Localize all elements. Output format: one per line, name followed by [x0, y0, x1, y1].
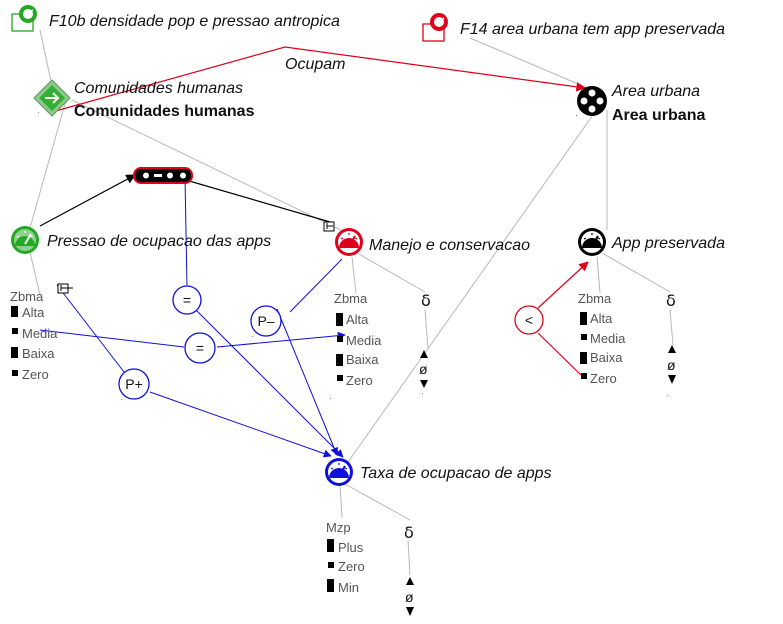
- value-zero: Zero: [346, 373, 373, 388]
- value-media: Media: [346, 333, 382, 348]
- quantity-space-values: Alta Media Baixa Zero: [11, 305, 58, 382]
- scenario-f14[interactable]: F14 area urbana tem app preservada: [422, 13, 725, 42]
- derivative-space: ø: [405, 577, 414, 616]
- operator-symbol: =: [196, 340, 204, 356]
- gauge-icon: [335, 228, 363, 256]
- derivative-symbol: δ: [666, 291, 676, 310]
- value-min: Min: [338, 580, 359, 595]
- operator-symbol: <: [525, 312, 533, 328]
- operator-less-than[interactable]: <: [514, 305, 544, 335]
- value-zero: Zero: [590, 371, 617, 386]
- derivative-value: ø: [419, 361, 428, 377]
- entity-area-urbana[interactable]: Area urbana Area urbana: [577, 83, 705, 124]
- value-alta: Alta: [590, 311, 613, 326]
- operator-equal-top[interactable]: =: [172, 285, 202, 315]
- scenario-f10b[interactable]: F10b densidade pop e pressao antropica: [11, 5, 340, 32]
- quantity-app-preservada[interactable]: App preservada Zbma Alta Media Baixa Zer…: [578, 228, 725, 386]
- operator-proportional-plus[interactable]: P+: [118, 368, 150, 400]
- quantity-space-values: Alta Media Baixa Zero: [336, 312, 382, 388]
- operator-equal-middle[interactable]: =: [184, 332, 216, 364]
- value-media: Media: [590, 331, 626, 346]
- scenario-title: F10b densidade pop e pressao antropica: [49, 13, 340, 30]
- operator-symbol: P–: [257, 313, 274, 329]
- operator-proportional-minus[interactable]: P–: [250, 305, 282, 337]
- scenario-icon: [11, 5, 37, 32]
- scenario-title: F14 area urbana tem app preservada: [460, 21, 725, 38]
- operator-symbol: P+: [125, 376, 143, 392]
- quantity-space-name: Zbma: [334, 291, 368, 306]
- relation-ocupam[interactable]: Ocupam: [51, 46, 586, 113]
- derivative-value: ø: [405, 589, 414, 605]
- entity-label: Comunidades humanas: [74, 80, 243, 97]
- entity-label-bold: Comunidades humanas: [74, 103, 255, 120]
- derivative-space: ø: [667, 345, 676, 384]
- entity-comunidades-humanas[interactable]: Comunidades humanas Comunidades humanas: [33, 79, 255, 120]
- quantity-taxa[interactable]: Taxa de ocupacao de apps Mzp Plus Zero M…: [325, 458, 552, 616]
- value-marker: [57, 283, 73, 294]
- value-marker: [323, 221, 335, 232]
- quantity-label: Manejo e conservacao: [369, 237, 530, 254]
- value-alta: Alta: [346, 312, 369, 327]
- quantity-space-name: Mzp: [326, 520, 351, 535]
- gauge-icon: [11, 226, 39, 254]
- entity-icon: [33, 79, 71, 117]
- value-baixa: Baixa: [590, 350, 623, 365]
- gauge-icon: [578, 228, 606, 256]
- value-zero: Zero: [22, 367, 49, 382]
- derivative-symbol: δ: [404, 523, 414, 542]
- value-alta: Alta: [22, 305, 45, 320]
- derivative-value: ø: [667, 357, 676, 373]
- entity-label-bold: Area urbana: [612, 107, 705, 124]
- correspondence-operator[interactable]: [133, 167, 193, 184]
- correspondence-arrows: [39, 173, 331, 227]
- quantity-manejo[interactable]: Manejo e conservacao Zbma Alta Media Bai…: [334, 228, 530, 388]
- derivative-space: ø: [419, 350, 428, 388]
- quantity-space-name: Zbma: [10, 289, 44, 304]
- entity-icon: [577, 86, 607, 116]
- value-zero: Zero: [338, 559, 365, 574]
- quantity-space-name: Zbma: [578, 291, 612, 306]
- value-media: Media: [22, 326, 58, 341]
- entity-label: Area urbana: [611, 83, 700, 100]
- causal-lines: [39, 176, 346, 458]
- structure-lines: [29, 29, 674, 576]
- quantity-label: Taxa de ocupacao de apps: [360, 465, 552, 482]
- quantity-pressao[interactable]: Pressao de ocupacao das apps Zbma Alta M…: [10, 226, 271, 382]
- gauge-icon: [325, 458, 353, 486]
- quantity-label: Pressao de ocupacao das apps: [47, 233, 271, 250]
- quantity-space-values: Alta Media Baixa Zero: [580, 311, 626, 386]
- inequality-lines: [537, 261, 589, 377]
- value-baixa: Baixa: [22, 346, 55, 361]
- quantity-label: App preservada: [611, 235, 725, 252]
- scenario-icon: [422, 13, 448, 42]
- value-baixa: Baixa: [346, 352, 379, 367]
- quantity-space-values: Plus Zero Min: [327, 539, 365, 595]
- derivative-symbol: δ: [421, 291, 431, 310]
- operator-symbol: =: [183, 292, 191, 308]
- relation-label: Ocupam: [285, 56, 345, 73]
- anchor-dots: [38, 112, 668, 400]
- value-plus: Plus: [338, 540, 364, 555]
